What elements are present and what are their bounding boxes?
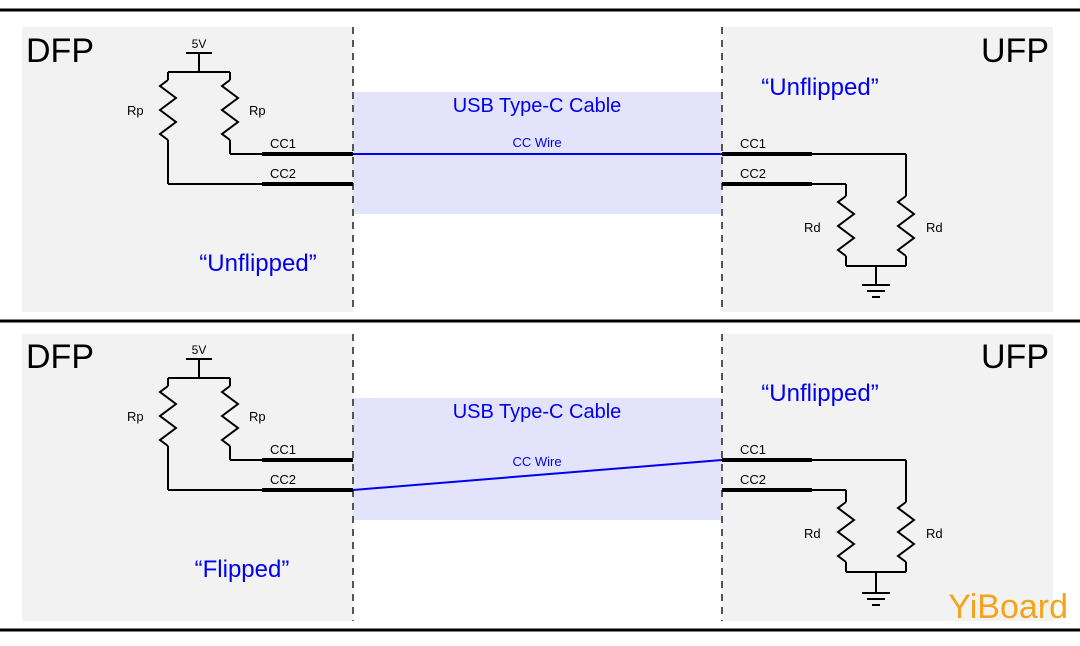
- cable-label: USB Type-C Cable: [453, 95, 622, 117]
- ground-icon: [862, 592, 890, 606]
- dfp-label: DFP: [26, 338, 94, 376]
- rd-resistor-right: [896, 501, 916, 563]
- ufp-orientation: “Unflipped”: [761, 380, 878, 407]
- ufp-label: UFP: [981, 32, 1049, 70]
- rd-label-left: Rd: [804, 220, 821, 235]
- cc-wire-label: CC Wire: [512, 135, 561, 150]
- dfp-cc2-label: CC2: [270, 472, 296, 487]
- cable-label: USB Type-C Cable: [453, 401, 622, 423]
- rp-label-left: Rp: [127, 409, 144, 424]
- dfp-orientation: “Unflipped”: [199, 250, 316, 277]
- ufp-orientation: “Unflipped”: [761, 74, 878, 101]
- rp-resistor-left: [158, 79, 178, 141]
- ufp-cc1-label: CC1: [740, 442, 766, 457]
- supply-label: 5V: [192, 343, 207, 357]
- supply-label: 5V: [192, 37, 207, 51]
- dfp-cc2-label: CC2: [270, 166, 296, 181]
- dfp-region: [22, 27, 353, 312]
- rd-resistor-left: [836, 195, 856, 257]
- rd-label-right: Rd: [926, 220, 943, 235]
- dfp-cc1-label: CC1: [270, 442, 296, 457]
- cable-band: [353, 398, 722, 520]
- yiboard-logo: YiBoard: [948, 588, 1068, 626]
- panel-flipped: DFP UFP USB Type-C Cable CC Wire “Flippe…: [22, 334, 1053, 621]
- ufp-cc2-label: CC2: [740, 472, 766, 487]
- rd-resistor-right: [896, 195, 916, 257]
- rp-resistor-right: [220, 79, 240, 141]
- dfp-cc1-label: CC1: [270, 136, 296, 151]
- ufp-region: [722, 334, 1053, 621]
- panel-unflipped: DFP UFP USB Type-C Cable CC Wire “Unflip…: [22, 27, 1053, 312]
- rd-label-left: Rd: [804, 526, 821, 541]
- ufp-cc1-label: CC1: [740, 136, 766, 151]
- ufp-label: UFP: [981, 338, 1049, 376]
- ufp-region: [722, 27, 1053, 312]
- dfp-region: [22, 334, 353, 621]
- rp-label-right: Rp: [249, 409, 266, 424]
- rp-resistor-left: [158, 385, 178, 447]
- ground-icon: [862, 284, 890, 298]
- rd-label-right: Rd: [926, 526, 943, 541]
- cc-wire: [352, 459, 723, 491]
- cc-wire-label: CC Wire: [512, 454, 561, 469]
- rd-resistor-left: [836, 501, 856, 563]
- dfp-orientation: “Flipped”: [195, 556, 290, 583]
- rp-label-left: Rp: [127, 103, 144, 118]
- rp-resistor-right: [220, 385, 240, 447]
- dfp-label: DFP: [26, 32, 94, 70]
- ufp-cc2-label: CC2: [740, 166, 766, 181]
- rp-label-right: Rp: [249, 103, 266, 118]
